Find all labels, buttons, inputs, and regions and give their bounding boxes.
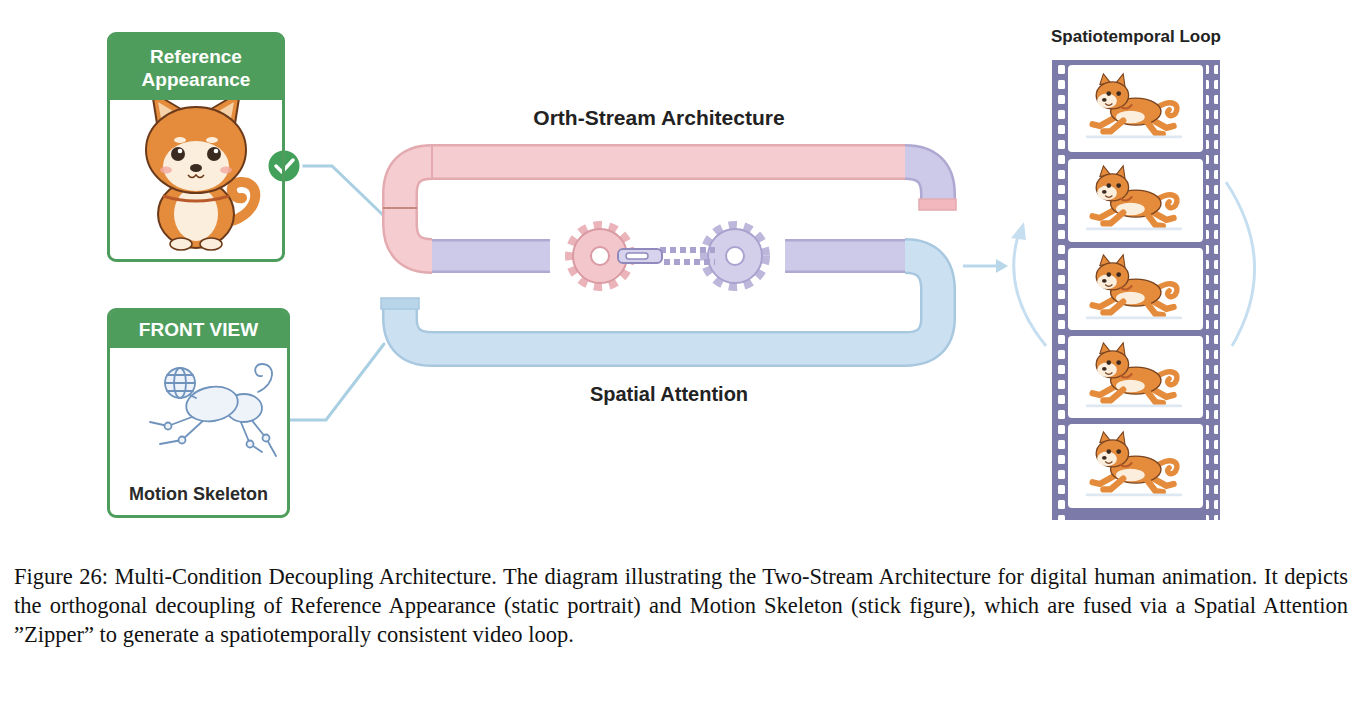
panel-title: Reference Appearance: [118, 45, 274, 91]
panel-title: FRONT VIEW: [139, 318, 258, 341]
header-band: Reference Appearance: [110, 35, 282, 100]
section-label: Orth-Stream Architecture: [533, 106, 784, 130]
header-band: FRONT VIEW: [110, 311, 287, 348]
input-panel: FRONT VIEW Motion Skeleton: [107, 308, 290, 518]
figure-caption: Figure 26: Multi-Condition Decoupling Ar…: [14, 562, 1348, 649]
input-panel: Reference Appearance: [107, 32, 285, 262]
section-label: Spatial Attention: [590, 383, 748, 406]
panel-caption: Motion Skeleton: [110, 483, 287, 505]
section-label: Spatiotemporal Loop: [1051, 27, 1221, 47]
